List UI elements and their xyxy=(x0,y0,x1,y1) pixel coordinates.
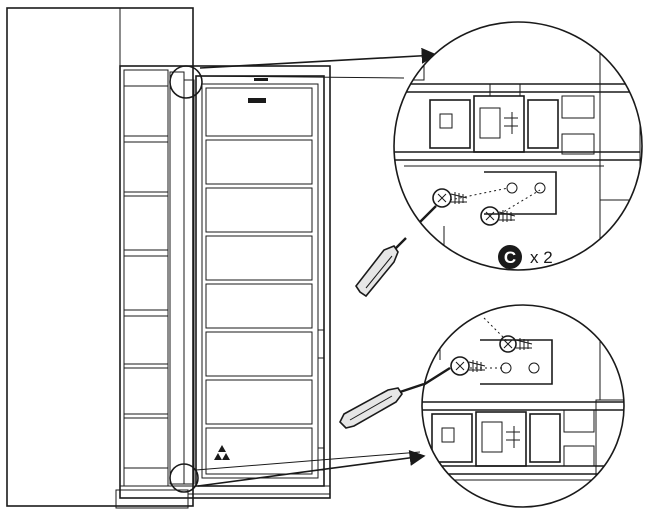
hinge-cap xyxy=(563,445,595,467)
screw-head xyxy=(450,356,470,376)
cabinet-side-panel xyxy=(6,7,194,507)
door-panel xyxy=(205,235,313,281)
bottom-hinge-marker xyxy=(169,463,199,493)
hinge-plate xyxy=(431,413,473,463)
screw-icon xyxy=(480,206,516,226)
hinge-cap xyxy=(561,95,595,119)
screwdriver-grip xyxy=(365,255,393,289)
door-latch-bottom xyxy=(317,447,325,471)
top-detail-background xyxy=(394,22,642,270)
screw-icon xyxy=(450,356,486,376)
hinge-bracket-icon xyxy=(431,409,595,467)
screw-icon xyxy=(432,188,468,208)
screw-thread xyxy=(468,360,486,372)
shelf xyxy=(123,141,169,193)
screwdriver-shaft xyxy=(399,382,425,394)
hinge-inner xyxy=(481,421,503,453)
appliance-body xyxy=(119,65,331,499)
screwdriver-shaft xyxy=(422,366,451,394)
door-hinge-strip xyxy=(169,71,185,485)
bottom-detail-callout xyxy=(421,304,625,508)
top-detail-border xyxy=(393,21,643,271)
screw-thread xyxy=(515,338,533,350)
door-panel xyxy=(205,283,313,329)
shelf xyxy=(123,255,169,311)
screw-head xyxy=(499,335,517,353)
warning-symbol-icon xyxy=(214,445,230,460)
shelf xyxy=(123,195,169,251)
bottom-detail-leader xyxy=(195,451,421,471)
hinge-slot xyxy=(439,113,453,129)
screw-icon xyxy=(499,335,533,353)
screw-head xyxy=(480,206,500,226)
screwdriver-grip xyxy=(349,395,393,421)
door-panel xyxy=(205,331,313,377)
door-panel xyxy=(205,427,313,475)
bottom-detail-border xyxy=(421,304,625,508)
bottom-detail-arrow-icon xyxy=(197,449,426,487)
door-inner-panel xyxy=(201,83,319,479)
screw-thread xyxy=(450,192,468,204)
door-panel xyxy=(205,187,313,233)
cabinet xyxy=(6,7,194,509)
interior-shelves xyxy=(123,85,169,469)
top-detail-callout: C x 2 xyxy=(393,21,643,271)
interior-left-column xyxy=(123,69,169,487)
screw-guide xyxy=(483,317,509,343)
mounting-plate xyxy=(484,171,557,215)
screw-slot xyxy=(437,193,447,203)
hinge-pin xyxy=(506,426,520,448)
screw-head xyxy=(432,188,452,208)
door-panel xyxy=(205,139,313,185)
screw-hole xyxy=(528,362,540,374)
top-detail-leader xyxy=(195,75,405,79)
hinge-arm xyxy=(527,99,559,149)
screw-thread xyxy=(498,210,516,222)
shelf xyxy=(123,367,169,415)
screw-hole xyxy=(506,182,518,194)
shelf xyxy=(123,315,169,365)
door-panel xyxy=(205,379,313,425)
appliance-frame xyxy=(119,65,331,499)
door-gasket xyxy=(183,79,195,485)
hinge-inner xyxy=(479,107,501,139)
door-latch xyxy=(317,329,325,359)
quantity-label: x 2 xyxy=(530,248,553,267)
door-logo-mark xyxy=(248,98,266,103)
top-detail-arrow-icon xyxy=(199,47,438,69)
hinge-body xyxy=(473,95,525,153)
part-badge xyxy=(498,245,522,269)
hinge-arm xyxy=(529,413,561,463)
screw-hole xyxy=(534,182,546,194)
top-hinge-marker xyxy=(169,65,203,99)
hinge-pin xyxy=(504,112,518,134)
shelf xyxy=(123,417,169,469)
door-panel xyxy=(205,87,313,137)
screwdriver-icon xyxy=(339,382,425,429)
screw-slot xyxy=(455,361,465,371)
part-badge-letter: C xyxy=(504,248,516,267)
screw-slot xyxy=(503,339,513,349)
hinge-cap xyxy=(561,133,595,155)
hinge-body xyxy=(475,411,527,467)
hinge-slot xyxy=(441,427,455,443)
door-top-mark xyxy=(254,78,268,81)
bottom-detail-background xyxy=(422,305,624,507)
shelf xyxy=(123,85,169,137)
cabinet-plinth xyxy=(115,489,189,509)
door-panels xyxy=(205,87,313,475)
screw-slot xyxy=(485,211,495,221)
hinge-bracket-icon xyxy=(429,84,595,155)
hinge-cap xyxy=(563,409,595,433)
screwdriver-icon xyxy=(355,237,407,298)
screwdriver-handle xyxy=(355,245,399,298)
hinge-plate xyxy=(429,99,471,149)
